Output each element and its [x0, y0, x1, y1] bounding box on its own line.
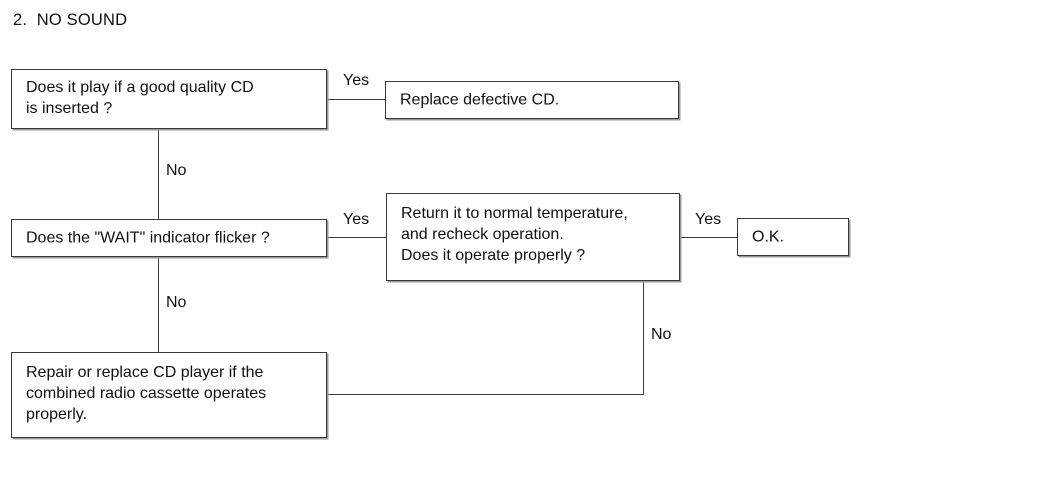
connector-q3-to-a3-vertical	[643, 280, 644, 395]
flow-node-a1-text: Replace defective CD.	[400, 91, 560, 109]
edge-label-yes-q3: Yes	[695, 211, 722, 228]
flow-node-q2-text: Does the "WAIT" indicator flicker ?	[26, 229, 270, 247]
edge-label-no-q1: No	[166, 162, 187, 179]
flow-node-a3[interactable]: Repair or replace CD player if the combi…	[11, 352, 327, 438]
flow-node-q1-text: Does it play if a good quality CD is ins…	[26, 79, 254, 117]
edge-label-yes-q1: Yes	[343, 72, 370, 89]
connector-q2-to-q3	[327, 237, 386, 238]
flow-node-q1[interactable]: Does it play if a good quality CD is ins…	[11, 69, 327, 129]
connector-q1-to-q2	[158, 128, 159, 219]
edge-label-no-q3: No	[651, 326, 672, 343]
flow-node-q3[interactable]: Return it to normal temperature, and rec…	[386, 193, 680, 281]
flow-node-a2[interactable]: O.K.	[737, 218, 849, 256]
flow-node-q2[interactable]: Does the "WAIT" indicator flicker ?	[11, 219, 327, 257]
edge-label-no-q2: No	[166, 294, 187, 311]
connector-q2-to-a3	[158, 256, 159, 352]
connector-q3-to-a2	[680, 237, 737, 238]
flow-node-a1[interactable]: Replace defective CD.	[385, 81, 679, 119]
connector-q3-to-a3-horizontal	[327, 394, 644, 395]
flow-node-a2-text: O.K.	[752, 228, 785, 246]
edge-label-yes-q2: Yes	[343, 211, 370, 228]
flow-node-a3-text: Repair or replace CD player if the combi…	[26, 364, 267, 423]
page-title: 2. NO SOUND	[13, 11, 128, 29]
connector-q1-to-a1	[327, 99, 385, 100]
flow-node-q3-text: Return it to normal temperature, and rec…	[401, 205, 628, 264]
